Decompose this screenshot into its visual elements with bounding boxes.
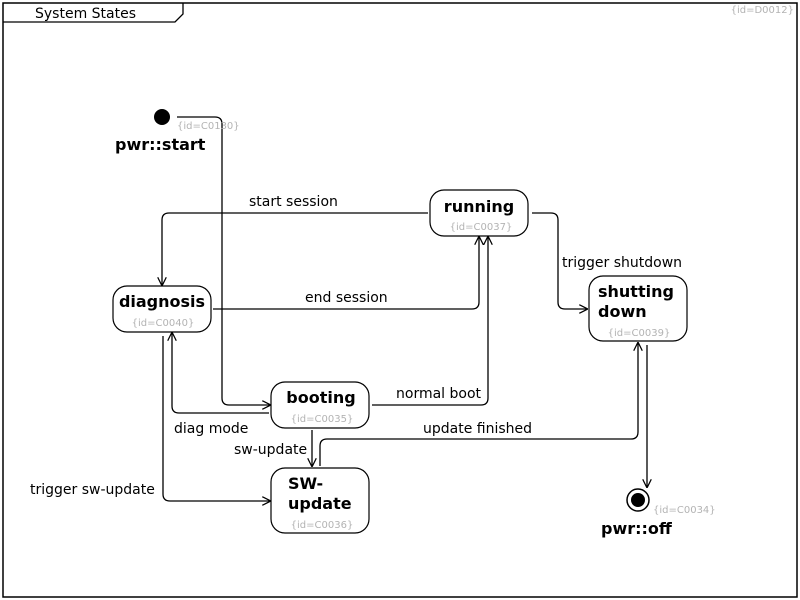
diagram-id: {id=D0012}	[731, 5, 794, 16]
final-state-node[interactable]	[626, 488, 650, 512]
state-diagnosis[interactable]: diagnosis {id=C0040}	[112, 285, 212, 333]
state-running[interactable]: running {id=C0037}	[429, 189, 529, 237]
state-booting[interactable]: booting {id=C0035}	[270, 381, 370, 429]
initial-state-node[interactable]	[154, 109, 170, 125]
label-trigger-sw-update: trigger sw-update	[30, 482, 155, 498]
initial-state-id: {id=C0130}	[177, 121, 240, 132]
label-normal-boot: normal boot	[396, 386, 482, 402]
final-state-dot	[631, 493, 645, 507]
transition-start-to-booting	[177, 116, 270, 405]
transition-start-session	[162, 212, 428, 285]
state-diagnosis-id: {id=C0040}	[132, 318, 195, 329]
state-booting-name: booting	[286, 388, 355, 407]
state-shutting-down-name-line1: shutting	[598, 282, 674, 301]
initial-state-label: pwr::start	[115, 135, 206, 154]
transition-normal-boot	[372, 237, 488, 406]
state-running-name: running	[444, 197, 514, 216]
state-shutting-down-box	[588, 275, 688, 342]
state-sw-update[interactable]: SW- update {id=C0036}	[270, 467, 370, 534]
transition-diag-mode	[172, 333, 269, 414]
label-sw-update: sw-update	[234, 442, 307, 458]
label-start-session: start session	[249, 194, 338, 210]
state-shutting-down-name-line2: down	[598, 302, 647, 321]
label-trigger-shutdown: trigger shutdown	[562, 255, 682, 271]
diagram-title: System States	[35, 6, 136, 22]
state-diagnosis-box	[112, 285, 212, 333]
state-sw-update-box	[270, 467, 370, 534]
transition-trigger-sw-update	[162, 336, 270, 501]
transition-trigger-shutdown	[532, 212, 587, 309]
final-state-label: pwr::off	[601, 519, 673, 538]
state-shutting-down[interactable]: shutting down {id=C0039}	[588, 275, 688, 342]
state-sw-update-name-line2: update	[288, 494, 352, 513]
label-diag-mode: diag mode	[174, 421, 248, 437]
state-shutting-down-id: {id=C0039}	[608, 328, 671, 339]
state-running-box	[429, 189, 529, 237]
final-state-id: {id=C0034}	[653, 505, 716, 516]
label-update-finished: update finished	[423, 421, 532, 437]
state-booting-id: {id=C0035}	[291, 414, 354, 425]
transition-update-finished	[319, 343, 638, 466]
label-end-session: end session	[305, 290, 388, 306]
state-booting-box	[270, 381, 370, 429]
frame-title-tab	[3, 3, 184, 23]
state-sw-update-id: {id=C0036}	[291, 520, 354, 531]
state-diagnosis-name: diagnosis	[119, 292, 205, 311]
state-running-id: {id=C0037}	[450, 222, 513, 233]
state-sw-update-name-line1: SW-	[288, 474, 323, 493]
transition-end-session	[213, 237, 479, 310]
